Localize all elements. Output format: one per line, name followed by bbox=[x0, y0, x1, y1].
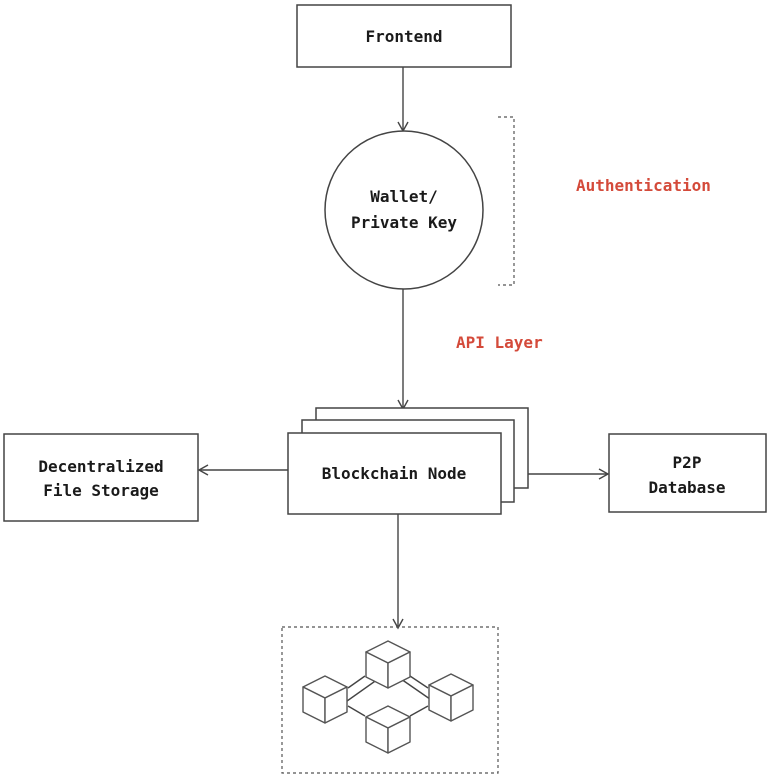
authentication-label: Authentication bbox=[576, 176, 711, 195]
blockchain-cubes-icon bbox=[302, 640, 474, 754]
cube-bottom bbox=[365, 705, 411, 754]
blockchain-node-stack: Blockchain Node bbox=[287, 407, 529, 515]
blockchain-network-frame bbox=[281, 626, 499, 774]
cube-left bbox=[302, 675, 348, 724]
file-storage-box: Decentralized File Storage bbox=[3, 433, 199, 522]
wallet-node: Wallet/ Private Key bbox=[324, 130, 484, 290]
p2p-database-label-line2: Database bbox=[648, 478, 725, 497]
wallet-label-line1: Wallet/ bbox=[370, 187, 437, 206]
frontend-label: Frontend bbox=[365, 27, 442, 46]
blockchain-node-label: Blockchain Node bbox=[322, 464, 467, 483]
cube-right bbox=[428, 673, 474, 722]
api-layer-label: API Layer bbox=[456, 333, 543, 352]
frontend-box: Frontend bbox=[296, 4, 512, 68]
authentication-bracket bbox=[498, 116, 515, 286]
p2p-database-box: P2P Database bbox=[608, 433, 767, 513]
file-storage-label-line1: Decentralized bbox=[38, 457, 163, 476]
wallet-label-line2: Private Key bbox=[351, 213, 457, 232]
cube-top bbox=[365, 640, 411, 689]
file-storage-label-line2: File Storage bbox=[43, 481, 159, 500]
p2p-database-label-line1: P2P bbox=[673, 453, 702, 472]
